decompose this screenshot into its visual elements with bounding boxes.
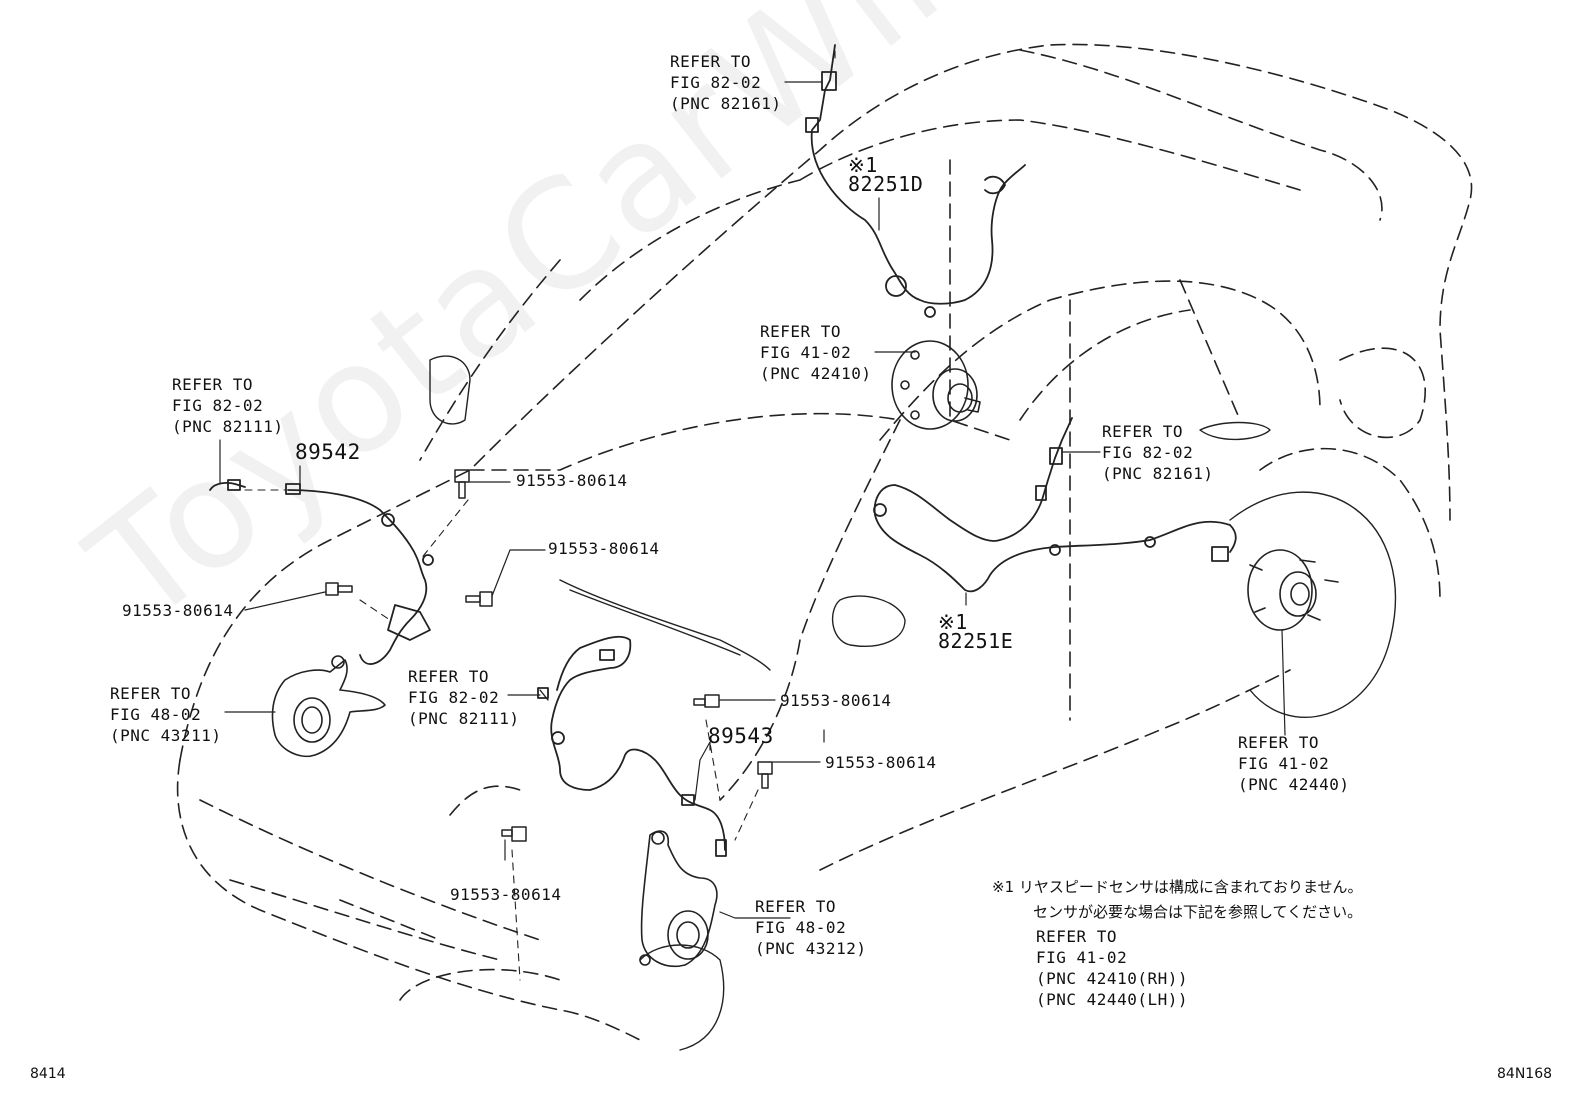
ref-knuckle-lh: REFER TO FIG 48-02 (PNC 43212) <box>755 897 867 958</box>
leader-lines <box>219 81 1286 919</box>
part-number-89542: 89542 <box>295 440 361 464</box>
bolt-label-6: 91553-80614 <box>450 885 562 904</box>
figure-code-right: 84N168 <box>1497 1066 1553 1082</box>
bolt-5 <box>757 761 773 789</box>
footnote-line-1: ※1 リヤスピードセンサは構成に含まれておりません。 <box>992 878 1363 896</box>
rear-hub-lh-drawing <box>1247 549 1339 631</box>
bolt-2 <box>325 582 353 596</box>
ref-center-cable: REFER TO FIG 82-02 (PNC 82111) <box>408 667 520 728</box>
bolt-6 <box>501 826 527 842</box>
ref-left-cable: REFER TO FIG 82-02 (PNC 82111) <box>172 375 284 436</box>
bolt-label-1: 91553-80614 <box>516 471 628 490</box>
bolt-3 <box>465 591 493 607</box>
ref-rear-hub-rh: REFER TO FIG 41-02 (PNC 42410) <box>760 322 872 383</box>
dashed-guide-lines <box>244 44 836 981</box>
bolt-drawings <box>325 469 773 842</box>
steering-knuckle-lh-drawing <box>639 830 718 967</box>
ref-right-cable: REFER TO FIG 82-02 (PNC 82161) <box>1102 422 1214 483</box>
rear-hub-rh-drawing <box>891 340 981 430</box>
part-number-82251e: ※1 82251E <box>938 610 1014 653</box>
part-number-82251d: ※1 82251D <box>848 153 924 196</box>
bolt-label-5: 91553-80614 <box>825 753 937 772</box>
figure-code-left: 8414 <box>30 1066 66 1082</box>
footnote-line-2: センサが必要な場合は下記を参照してください。 <box>1033 903 1363 921</box>
footnote-reference: REFER TO FIG 41-02 (PNC 42410(RH)) (PNC … <box>1036 927 1188 1009</box>
bolt-label-3: 91553-80614 <box>122 601 234 620</box>
bolt-label-4: 91553-80614 <box>780 691 892 710</box>
ref-top-cable: REFER TO FIG 82-02 (PNC 82161) <box>670 52 782 113</box>
bolt-4 <box>693 694 720 708</box>
rear-speed-sensor-lh-drawing <box>873 417 1237 593</box>
front-speed-sensor-rh-drawing <box>209 479 434 665</box>
bolt-1 <box>454 469 470 499</box>
rear-speed-sensor-rh-drawing <box>805 44 1026 318</box>
part-number-89543: 89543 <box>708 724 774 748</box>
vehicle-body-outline <box>176 43 1473 1041</box>
front-speed-sensor-lh-drawing <box>537 635 727 857</box>
bolt-label-2: 91553-80614 <box>548 539 660 558</box>
ref-knuckle-rh: REFER TO FIG 48-02 (PNC 43211) <box>110 684 222 745</box>
ref-rear-hub-lh: REFER TO FIG 41-02 (PNC 42440) <box>1238 733 1350 794</box>
steering-knuckle-rh-drawing <box>271 655 386 757</box>
vehicle-details <box>429 355 1397 1051</box>
